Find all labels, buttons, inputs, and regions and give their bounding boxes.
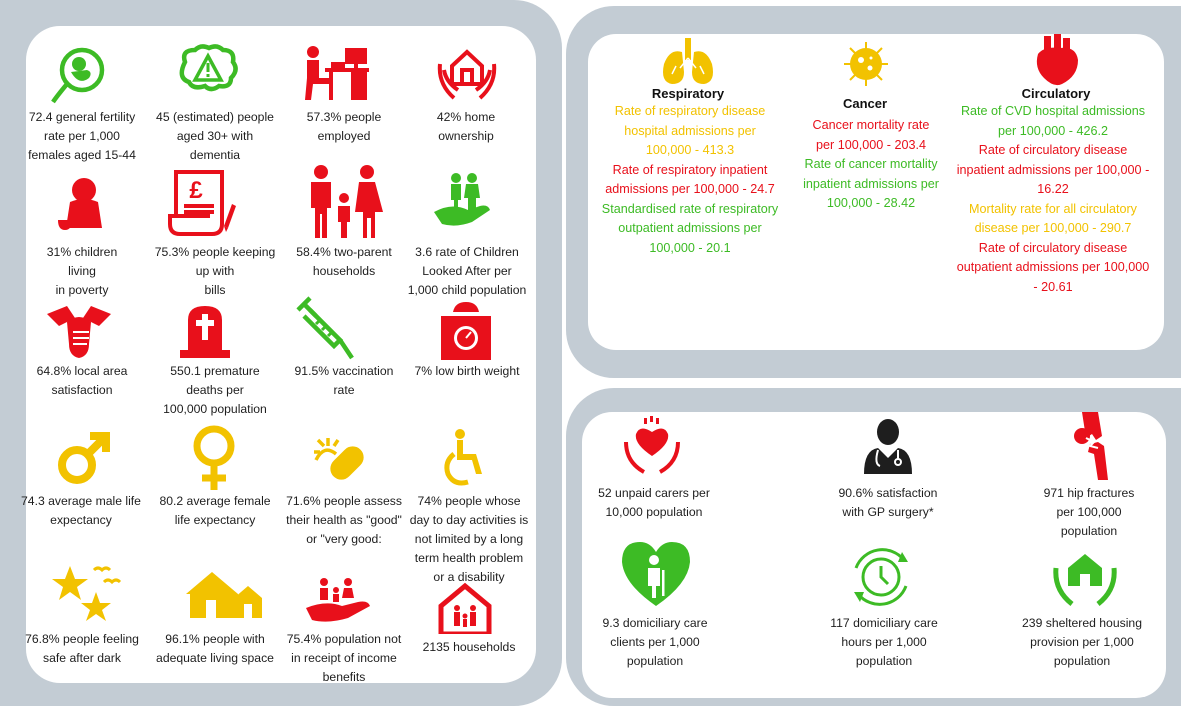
brain-warning-icon bbox=[175, 44, 241, 94]
circulatory-stat-line: Rate of CVD hospital admissions bbox=[960, 104, 1146, 118]
cancer-stat-line: per 100,000 - 203.4 bbox=[816, 137, 926, 152]
fetus-icon bbox=[49, 44, 111, 106]
respiratory-title: Respiratory bbox=[651, 86, 725, 101]
houses-icon bbox=[184, 568, 264, 620]
syringe-icon bbox=[294, 296, 358, 362]
gravestone-icon bbox=[176, 304, 234, 358]
stars-birds-icon bbox=[50, 562, 122, 624]
respiratory-stats: Rate of respiratory disease hospital adm… bbox=[590, 102, 790, 258]
household-icon bbox=[435, 582, 495, 634]
respiratory-stat-line: Standardised rate of respiratory bbox=[601, 201, 779, 216]
desk-worker-icon bbox=[301, 44, 373, 102]
circulatory-stat-line: 16.22 bbox=[1037, 182, 1069, 196]
circulatory-stat-line: outpatient admissions per 100,000 bbox=[956, 260, 1150, 274]
baby-scale-icon bbox=[435, 300, 497, 360]
circulatory-stat-line: per 100,000 - 426.2 bbox=[998, 123, 1108, 138]
cancer-stats: Cancer mortality rate per 100,000 - 203.… bbox=[794, 116, 948, 214]
health-bandage-icon bbox=[306, 430, 372, 490]
circulatory-stat-line: Rate of circulatory disease bbox=[978, 143, 1128, 157]
circulatory-stat-line: Mortality rate for all circulatory bbox=[969, 201, 1137, 216]
respiratory-stat-line: hospital admissions per bbox=[624, 123, 756, 138]
cancer-stat-line: inpatient admissions per bbox=[803, 176, 939, 191]
cancer-stat-line: Rate of cancer mortality bbox=[804, 157, 938, 171]
cancer-title: Cancer bbox=[842, 96, 888, 111]
clock-cycle-icon bbox=[846, 542, 916, 612]
wheelchair-icon bbox=[440, 428, 494, 490]
male-symbol-icon bbox=[56, 430, 112, 486]
diseases-panel bbox=[588, 34, 1164, 350]
family-icon bbox=[301, 164, 387, 240]
female-symbol-icon bbox=[190, 424, 238, 492]
respiratory-stat-line: Rate of respiratory inpatient bbox=[612, 162, 768, 177]
cancer-cell-icon bbox=[842, 40, 890, 88]
respiratory-stat-line: 100,000 - 413.3 bbox=[645, 143, 735, 157]
respiratory-stat-line: outpatient admissions per bbox=[618, 221, 762, 235]
circulatory-stat-line: - 20.61 bbox=[1033, 279, 1073, 294]
circulatory-stat-line: inpatient admissions per 100,000 - bbox=[956, 162, 1150, 177]
hands-together-icon bbox=[45, 302, 113, 360]
respiratory-stat-line: 100,000 - 20.1 bbox=[649, 240, 731, 255]
hip-fracture-icon bbox=[1068, 412, 1118, 482]
respiratory-stat-line: Rate of respiratory disease bbox=[614, 104, 766, 118]
svg-text:£: £ bbox=[189, 177, 203, 204]
child-care-hand-icon bbox=[432, 172, 496, 228]
low-birth-weight-label: 7% low birth weight bbox=[414, 364, 520, 378]
income-hand-icon bbox=[304, 578, 378, 622]
circulatory-title: Circulatory bbox=[1021, 86, 1091, 101]
child-poverty-icon bbox=[56, 176, 108, 234]
circulatory-stat-line: disease per 100,000 - 290.7 bbox=[974, 221, 1132, 235]
circulatory-stat-line: Rate of circulatory disease bbox=[978, 240, 1128, 255]
circulatory-stats: Rate of CVD hospital admissions per 100,… bbox=[940, 102, 1166, 297]
sheltered-house-icon bbox=[1052, 546, 1118, 608]
respiratory-stat-line: admissions per 100,000 - 24.7 bbox=[605, 182, 775, 196]
elderly-heart-icon bbox=[620, 540, 692, 608]
cancer-stat-line: 100,000 - 28.42 bbox=[826, 196, 916, 210]
home-hands-icon bbox=[436, 40, 498, 104]
cancer-stat-line: Cancer mortality rate bbox=[812, 118, 930, 132]
doctor-icon bbox=[860, 418, 916, 474]
heart-organ-icon bbox=[1030, 34, 1084, 88]
lungs-icon bbox=[660, 38, 716, 88]
heart-hands-icon bbox=[622, 416, 682, 476]
households-label: 2135 households bbox=[422, 640, 516, 654]
bill-icon: £ bbox=[166, 168, 242, 238]
